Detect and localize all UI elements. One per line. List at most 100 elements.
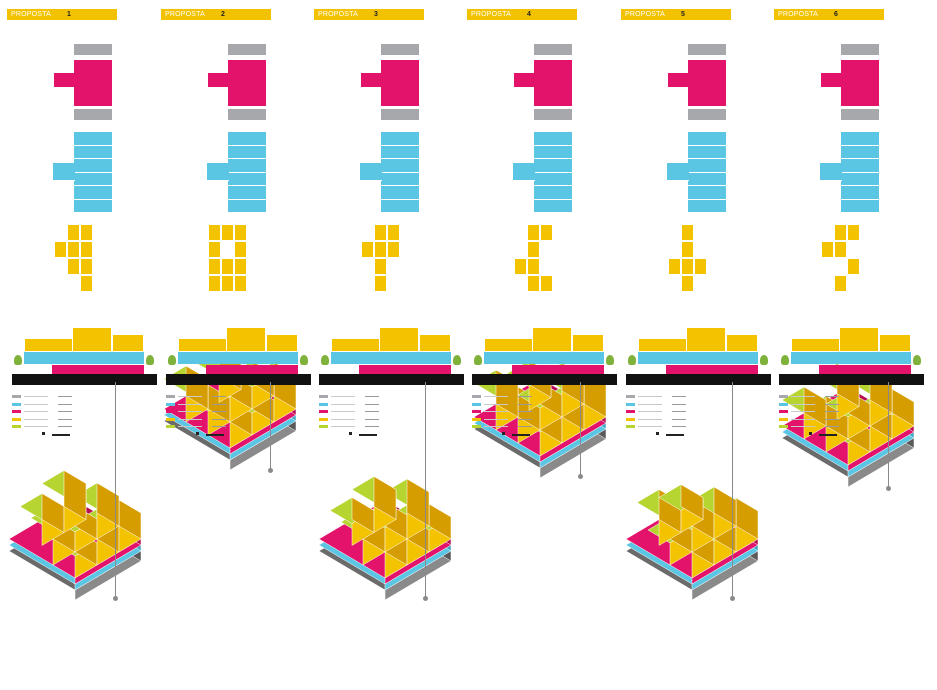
legend-text: [331, 411, 355, 413]
legend-total-mark: [809, 431, 812, 435]
legend-total-value: [359, 433, 377, 436]
legend-total-value: [666, 433, 684, 436]
yellow-unit: [221, 258, 234, 275]
yellow-unit: [514, 258, 527, 275]
yellow-unit: [54, 241, 67, 258]
pink-main-block: [688, 60, 726, 106]
section-yellow-high: [379, 327, 419, 352]
service-block-top: [381, 44, 419, 55]
proposal-header-label: PROPOSTA: [318, 11, 358, 18]
cyan-unit: [228, 186, 266, 200]
legend-value: [672, 403, 686, 405]
proposal-header-label: PROPOSTA: [165, 11, 205, 18]
legend-value: [825, 418, 839, 420]
legend-swatch: [472, 425, 481, 429]
legend-value: [518, 426, 532, 428]
service-block-bottom: [381, 109, 419, 120]
cyan-unit: [74, 145, 112, 159]
legend-row: [626, 408, 706, 416]
legend-text: [178, 403, 202, 405]
section-yellow-low: [331, 338, 381, 352]
cyan-unit: [74, 132, 112, 146]
legend-value: [672, 396, 686, 397]
legend-text: [638, 418, 662, 420]
legend-total-mark: [349, 431, 352, 435]
proposal-number: 3: [374, 11, 378, 18]
yellow-unit: [527, 224, 540, 241]
yellow-unit: [681, 258, 694, 275]
ground-bar: [166, 374, 311, 385]
legend-value: [58, 411, 72, 413]
section-yellow-high: [226, 327, 266, 352]
section-yellow-low: [178, 338, 228, 352]
cyan-unit: [228, 159, 266, 173]
cyan-unit: [688, 145, 726, 159]
legend-swatch: [779, 395, 788, 398]
yellow-unit: [681, 275, 694, 292]
yellow-unit: [361, 241, 374, 258]
cyan-unit: [688, 186, 726, 200]
legend-text: [331, 403, 355, 405]
cyan-unit: [841, 172, 879, 186]
legend-total-row: [166, 431, 246, 439]
pink-annex: [54, 73, 76, 87]
tree-icon: [168, 355, 176, 365]
yellow-unit: [374, 275, 387, 292]
legend-swatch: [319, 395, 328, 398]
legend-swatch: [166, 410, 175, 414]
yellow-unit: [208, 241, 221, 258]
section-cyan: [791, 352, 911, 364]
connector-line: [730, 382, 735, 601]
ground-bar: [779, 374, 924, 385]
cyan-annex: [207, 163, 229, 181]
cyan-unit: [381, 159, 419, 173]
service-block-top: [228, 44, 266, 55]
section-cyan: [638, 352, 758, 364]
yellow-unit: [540, 275, 553, 292]
legend-row: [319, 416, 399, 424]
legend-swatch: [166, 395, 175, 398]
yellow-unit: [80, 275, 93, 292]
tree-icon: [913, 355, 921, 365]
section-yellow-high: [839, 327, 879, 352]
legend-swatch: [319, 417, 328, 421]
tree-icon: [781, 355, 789, 365]
legend-value: [825, 396, 839, 397]
legend-row: [626, 393, 706, 401]
yellow-unit: [834, 241, 847, 258]
legend-row: [12, 423, 92, 431]
cyan-unit: [381, 199, 419, 213]
legend-row: [12, 416, 92, 424]
section-cyan: [24, 352, 144, 364]
section-pink: [206, 365, 298, 374]
legend-value: [518, 403, 532, 405]
legend-row: [12, 401, 92, 409]
cyan-unit: [688, 159, 726, 173]
legend-row: [12, 393, 92, 401]
pink-annex: [668, 73, 690, 87]
legend-row: [166, 408, 246, 416]
proposal-number: 2: [221, 11, 225, 18]
cyan-annex: [820, 163, 842, 181]
cyan-annex: [667, 163, 689, 181]
section-cyan: [178, 352, 298, 364]
service-block-top: [74, 44, 112, 55]
legend-row: [779, 423, 859, 431]
pink-annex: [821, 73, 843, 87]
legend-swatch: [779, 410, 788, 414]
cyan-unit: [688, 132, 726, 146]
legend-value: [825, 403, 839, 405]
yellow-unit: [234, 258, 247, 275]
cyan-unit: [74, 186, 112, 200]
section-yellow-low: [24, 338, 74, 352]
pink-annex: [514, 73, 536, 87]
legend-text: [331, 418, 355, 420]
legend-row: [472, 393, 552, 401]
legend-text: [791, 411, 815, 413]
section-pink: [666, 365, 758, 374]
legend-row: [779, 408, 859, 416]
yellow-unit: [208, 224, 221, 241]
legend-row: [12, 408, 92, 416]
